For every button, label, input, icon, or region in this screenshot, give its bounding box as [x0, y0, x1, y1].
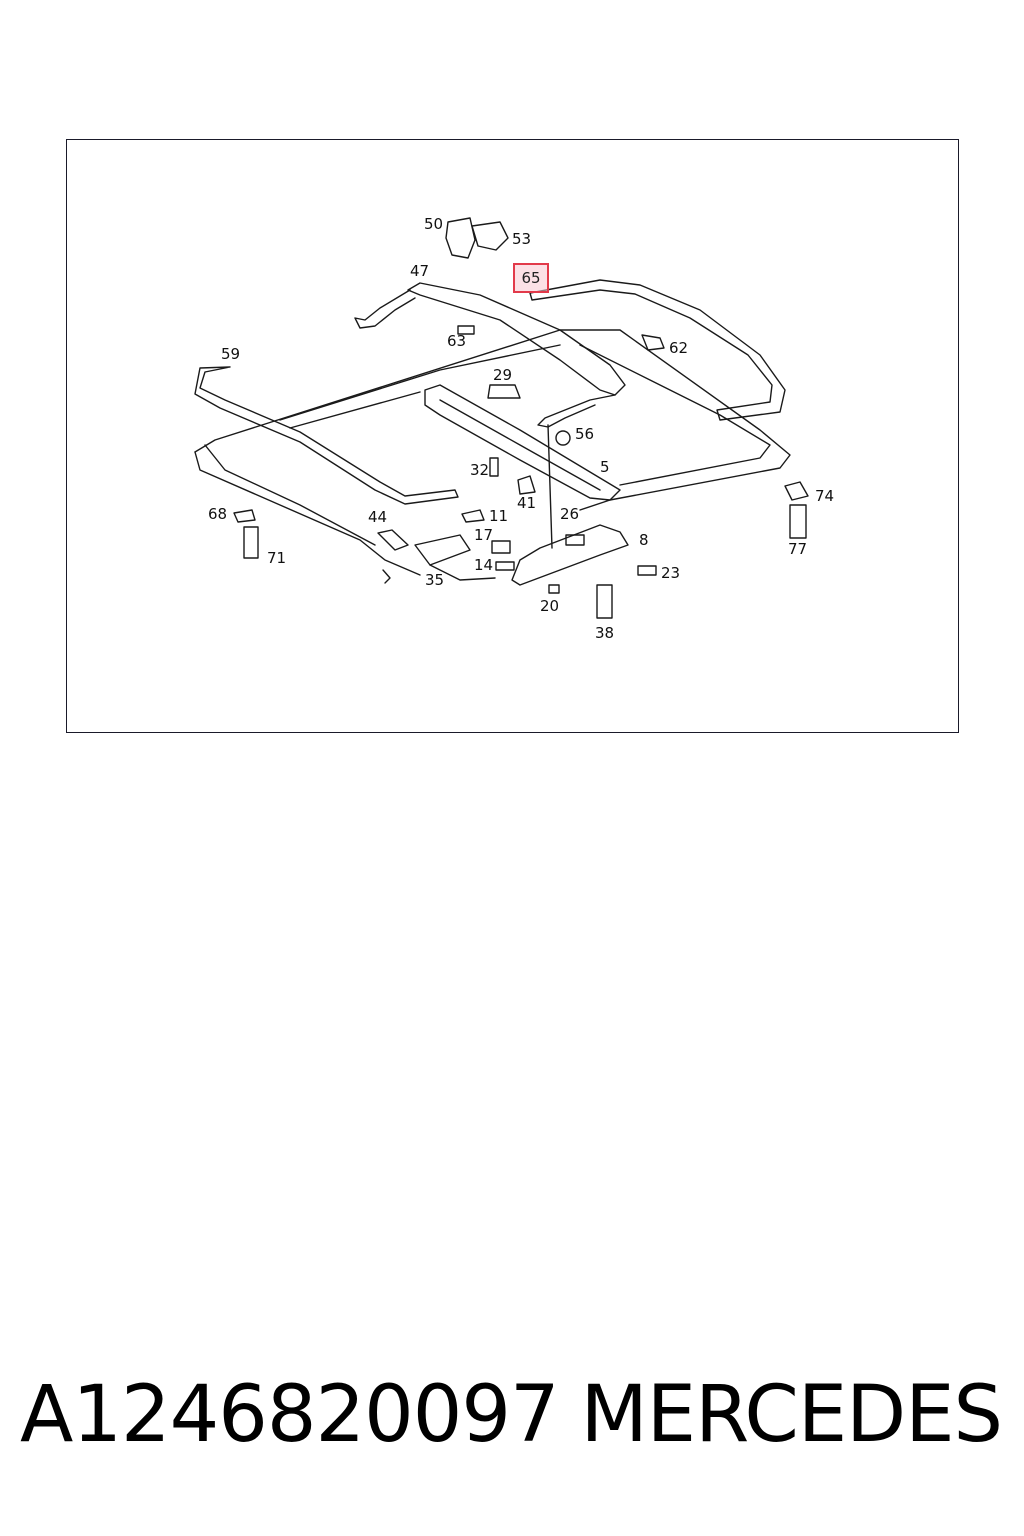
part-41: [517, 475, 536, 495]
callout-29: 29: [493, 366, 513, 384]
part-number: A1246820097: [20, 1370, 560, 1460]
callout-56: 56: [575, 425, 595, 443]
part-11: [461, 509, 485, 523]
part-74: [784, 481, 809, 501]
callout-14: 14: [474, 556, 494, 574]
part-23: [637, 565, 657, 576]
callout-68: 68: [208, 505, 228, 523]
part-77: [789, 504, 807, 539]
part-32: [489, 457, 499, 477]
part-26: [565, 534, 585, 546]
callout-62: 62: [669, 339, 689, 357]
sunroof-parts-diagram: [194, 217, 809, 619]
diagram-frame: [66, 139, 959, 733]
part-68: [233, 509, 256, 523]
rear-seal-65: [529, 279, 786, 421]
callout-65-highlight: 65: [513, 263, 549, 293]
callout-5: 5: [600, 458, 610, 476]
roof-frame-outline: [194, 329, 791, 511]
part-17: [491, 540, 511, 554]
bracket: [414, 534, 471, 566]
part-63: [457, 325, 475, 335]
front-seal: [194, 366, 459, 505]
callout-11: 11: [489, 507, 509, 525]
callout-59: 59: [221, 345, 241, 363]
part-14: [495, 561, 515, 571]
callout-23: 23: [661, 564, 681, 582]
part-56: [555, 430, 571, 446]
part-44: [377, 529, 409, 551]
callout-71: 71: [267, 549, 287, 567]
callout-65: 65: [521, 269, 541, 287]
callout-32: 32: [470, 461, 490, 479]
callout-17: 17: [474, 526, 494, 544]
footer: A1246820097 MERCEDES: [0, 1376, 1024, 1466]
callout-38: 38: [595, 624, 615, 642]
callout-35: 35: [425, 571, 445, 589]
part-20: [548, 584, 560, 594]
callout-26: 26: [560, 505, 580, 523]
brand-name: MERCEDES: [580, 1370, 1003, 1460]
cable-guide: [511, 524, 629, 586]
callout-41: 41: [517, 494, 537, 512]
slider-frame: [424, 384, 621, 501]
callout-50: 50: [424, 215, 444, 233]
callout-20: 20: [540, 597, 560, 615]
part-29: [487, 384, 521, 399]
cross-rail: [407, 282, 626, 396]
part-71: [243, 526, 259, 559]
part-38: [596, 584, 613, 619]
callout-63: 63: [447, 332, 467, 350]
callout-44: 44: [368, 508, 388, 526]
clip-53: [471, 221, 509, 251]
clip-50: [445, 217, 476, 259]
part-62: [641, 334, 665, 351]
callout-53: 53: [512, 230, 532, 248]
callout-77: 77: [788, 540, 808, 558]
callout-8: 8: [639, 531, 649, 549]
callout-47: 47: [410, 262, 430, 280]
callout-74: 74: [815, 487, 835, 505]
